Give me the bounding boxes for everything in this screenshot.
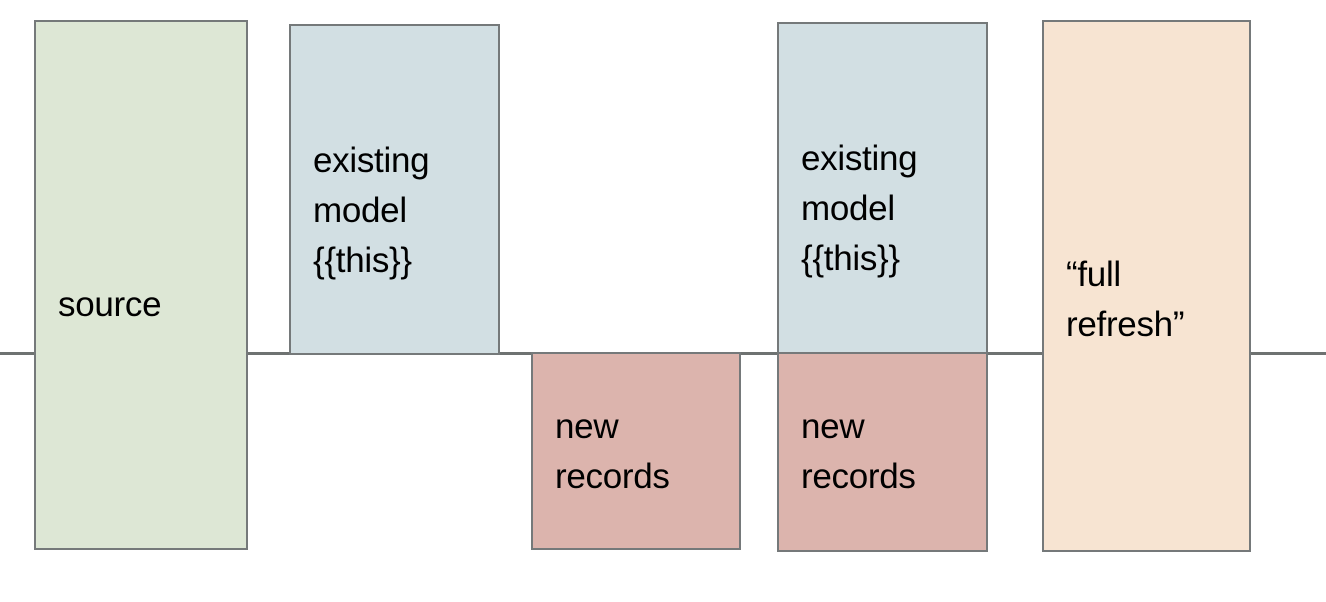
box-new-records-2[interactable]: new records — [777, 352, 988, 552]
box-existing-model-2-label: existing model {{this}} — [801, 139, 918, 278]
box-full-refresh-label: “full refresh” — [1066, 255, 1185, 344]
box-new-records-1[interactable]: new records — [531, 352, 741, 550]
box-existing-model-2[interactable]: existing model {{this}} — [777, 22, 988, 355]
box-new-records-1-label: new records — [555, 407, 670, 496]
box-existing-model-1[interactable]: existing model {{this}} — [289, 24, 500, 355]
box-source[interactable]: source — [34, 20, 248, 550]
box-existing-model-1-label: existing model {{this}} — [313, 141, 430, 280]
box-source-label: source — [58, 285, 162, 324]
box-new-records-2-label: new records — [801, 407, 916, 496]
box-full-refresh[interactable]: “full refresh” — [1042, 20, 1251, 552]
